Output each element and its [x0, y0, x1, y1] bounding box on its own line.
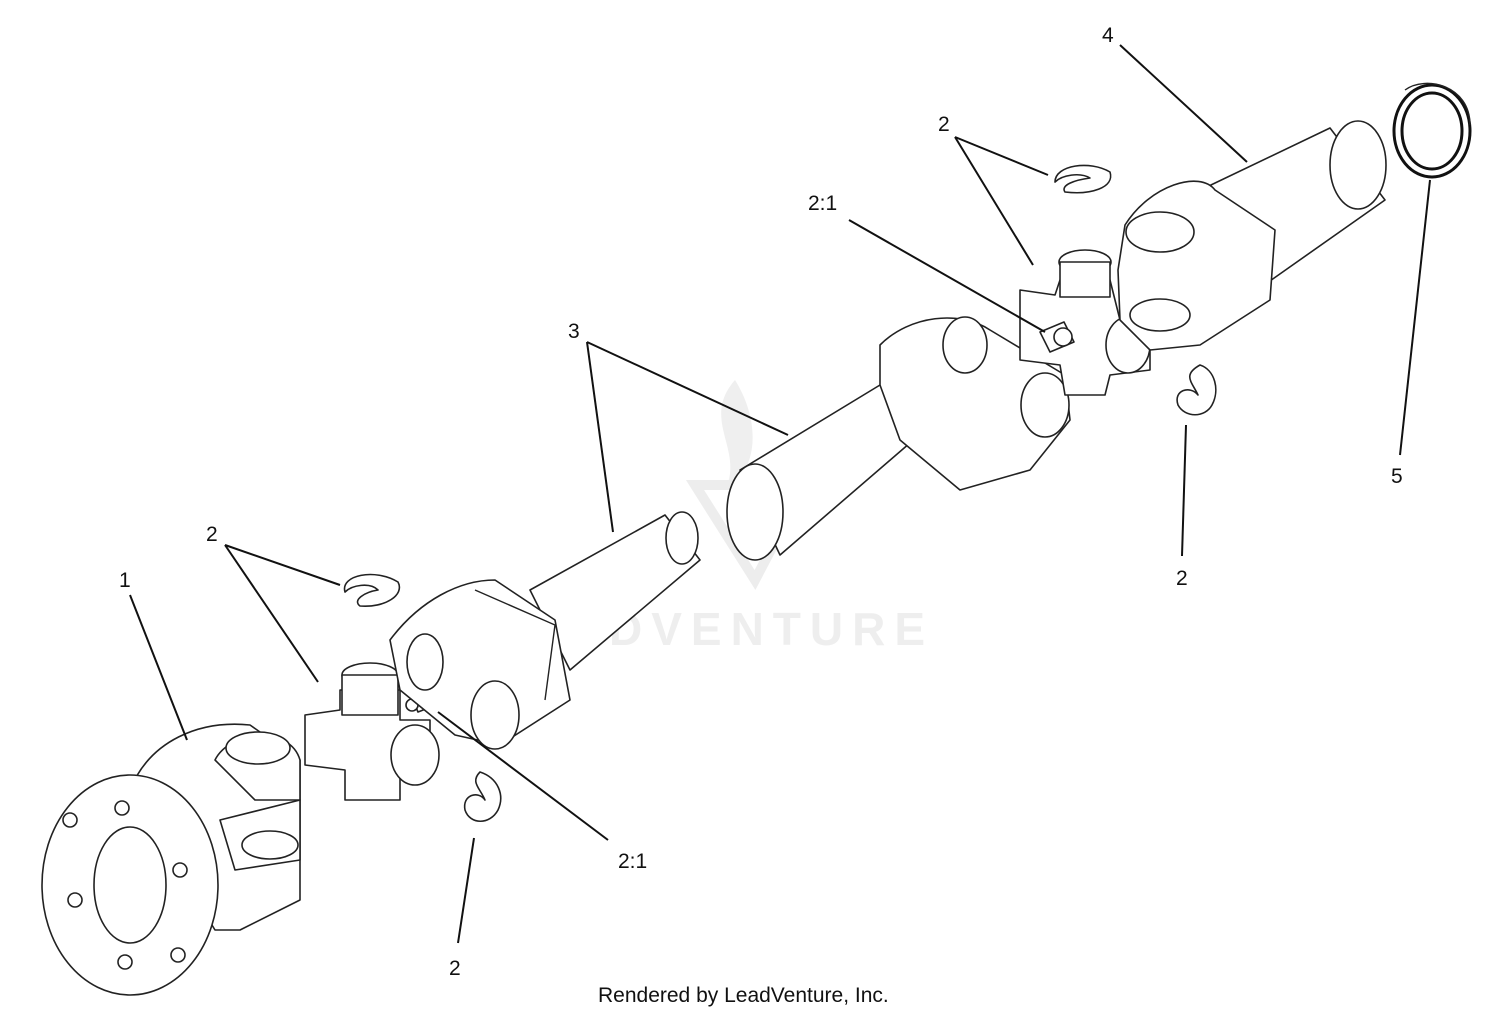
callout-2-upper-left: 2	[938, 113, 950, 136]
outer-driveshaft-part-3[interactable]	[726, 316, 1071, 561]
callout-2-1-lower: 2:1	[618, 850, 647, 873]
flange-yoke-part-1[interactable]	[41, 723, 301, 996]
universal-joint-cross-lower[interactable]	[304, 662, 440, 801]
snap-ring-lower-upper[interactable]	[343, 573, 401, 607]
grease-fitting-upper[interactable]	[1039, 321, 1075, 353]
callout-5: 5	[1391, 465, 1403, 488]
callout-1: 1	[119, 569, 131, 592]
callout-4: 4	[1102, 24, 1114, 47]
callout-2-lower-bottom: 2	[449, 957, 461, 980]
seal-ring-part-5[interactable]	[1392, 82, 1472, 179]
callout-3: 3	[568, 320, 580, 343]
universal-joint-cross-upper[interactable]	[1019, 249, 1151, 396]
snap-ring-upper-upper[interactable]	[1054, 164, 1112, 194]
callout-2-lower-left: 2	[206, 523, 218, 546]
callout-2-upper-right: 2	[1176, 567, 1188, 590]
tube-yoke-part-4[interactable]	[1117, 120, 1387, 351]
callout-2-1-upper: 2:1	[808, 192, 837, 215]
render-credit: Rendered by LeadVenture, Inc.	[598, 984, 889, 1007]
snap-ring-lower-lower[interactable]	[463, 771, 502, 823]
callouts: 1 2 2 2:1 3 2 2:1 4 2 5	[119, 24, 1403, 980]
inner-driveshaft-part-3[interactable]	[389, 511, 701, 750]
leader-lines	[129, 44, 1431, 944]
snap-ring-upper-lower[interactable]	[1176, 364, 1217, 416]
